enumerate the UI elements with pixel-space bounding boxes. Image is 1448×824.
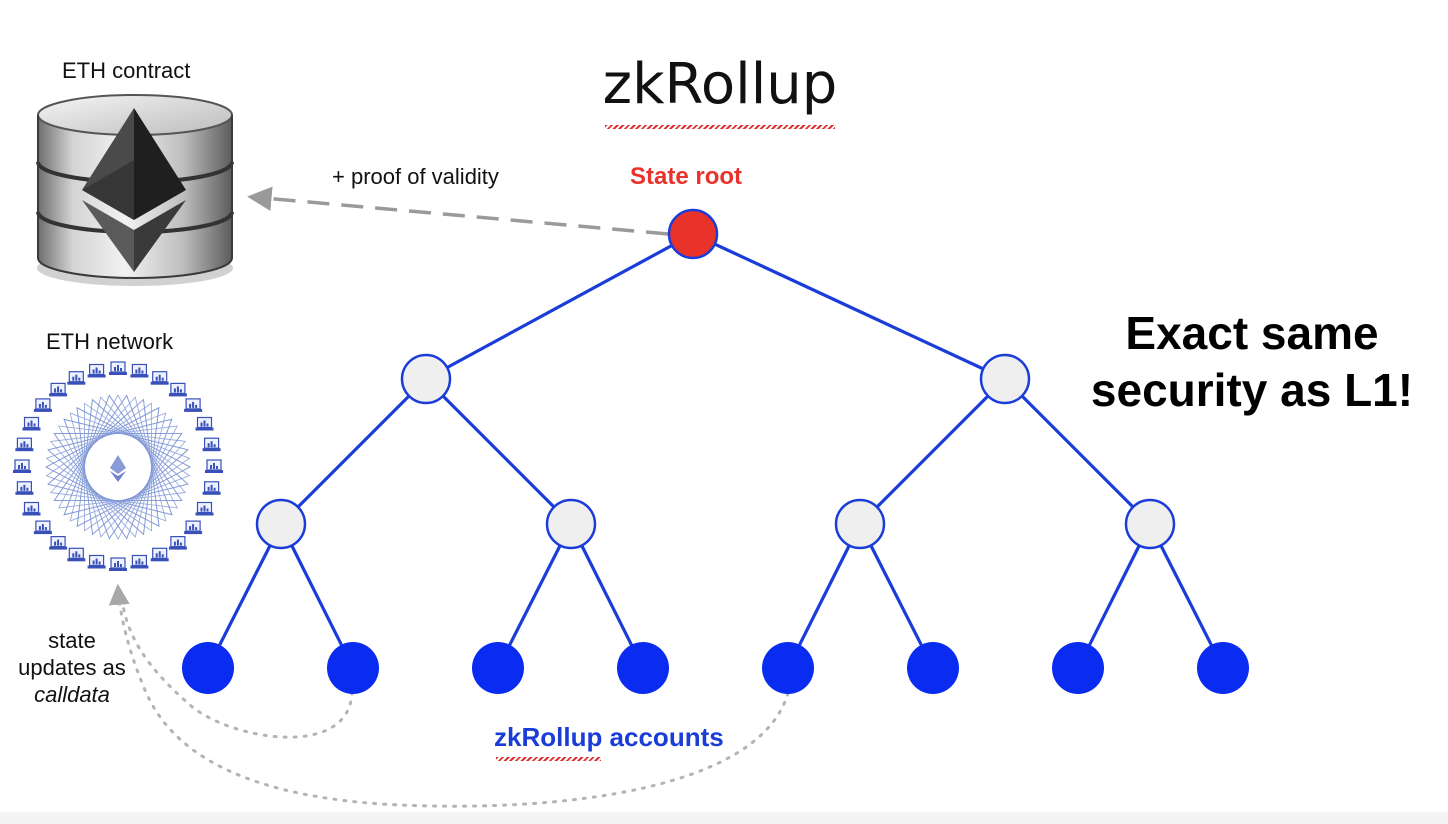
account-leaf <box>182 642 234 694</box>
ethereum-diamond-icon <box>82 108 186 272</box>
inner-node <box>1124 498 1176 550</box>
state-root-label: State root <box>630 163 743 190</box>
diagram-title: zkRollup <box>602 52 838 117</box>
calldata-label-emphasis: calldata <box>34 682 110 707</box>
proof-of-validity-label: + proof of validity <box>332 164 499 189</box>
database-icon <box>36 94 234 286</box>
eth-contract-label: ETH contract <box>62 58 191 83</box>
laptop-icon <box>130 363 149 378</box>
inner-node <box>834 498 886 550</box>
account-leaf <box>1197 642 1249 694</box>
laptop-icon <box>87 363 106 378</box>
account-leaves <box>182 642 1249 694</box>
zkrollup-accounts-label: zkRollup accounts <box>494 722 724 761</box>
laptop-icon <box>150 371 169 385</box>
calldata-arrow-short <box>120 598 354 739</box>
computer-network-icon <box>13 361 223 571</box>
laptop-icon <box>109 557 127 571</box>
network-link-lines <box>45 394 191 540</box>
tree-edges <box>206 232 1225 669</box>
laptop-icon <box>13 459 31 473</box>
laptop-icon <box>168 382 187 397</box>
account-leaf <box>907 642 959 694</box>
laptop-icon <box>168 535 187 550</box>
laptop-icon <box>130 554 149 569</box>
laptop-icon <box>22 416 41 431</box>
laptop-icon <box>195 416 214 431</box>
laptop-icon <box>67 371 86 385</box>
inner-node <box>400 353 452 405</box>
laptop-icon <box>33 398 52 412</box>
laptop-icon <box>33 520 52 535</box>
laptop-icon <box>202 481 221 495</box>
inner-nodes <box>255 353 1176 550</box>
laptop-icon <box>49 382 68 397</box>
inner-node <box>255 498 307 550</box>
laptop-icon <box>205 459 223 473</box>
network-ethereum-icon <box>110 455 126 474</box>
state-root-node <box>667 208 719 260</box>
laptop-icon <box>15 481 34 495</box>
inner-node <box>979 353 1031 405</box>
account-leaf <box>472 642 524 694</box>
proof-arrow <box>247 186 669 236</box>
eth-network-label: ETH network <box>46 329 174 354</box>
laptop-icon <box>22 501 41 516</box>
calldata-label: state updates as calldata <box>12 627 132 708</box>
laptop-icon <box>150 547 169 562</box>
account-leaf <box>762 642 814 694</box>
laptop-icon <box>87 554 106 569</box>
laptop-icon <box>49 535 68 550</box>
account-leaf <box>617 642 669 694</box>
calldata-label-prefix: state updates as <box>18 628 126 680</box>
laptop-icon <box>67 547 86 562</box>
calldata-arrow-long <box>108 583 790 808</box>
security-statement: Exact same security as L1! <box>1090 307 1414 416</box>
network-link-lines <box>45 394 191 540</box>
laptop-icon <box>109 361 127 375</box>
bottom-strip <box>0 812 1448 824</box>
account-leaf <box>1052 642 1104 694</box>
laptop-icon <box>15 437 34 452</box>
laptop-icon <box>184 398 203 412</box>
laptop-icon <box>195 501 214 516</box>
laptop-icon <box>184 520 203 535</box>
account-leaf <box>327 642 379 694</box>
inner-node <box>545 498 597 550</box>
laptop-icon <box>202 437 221 452</box>
